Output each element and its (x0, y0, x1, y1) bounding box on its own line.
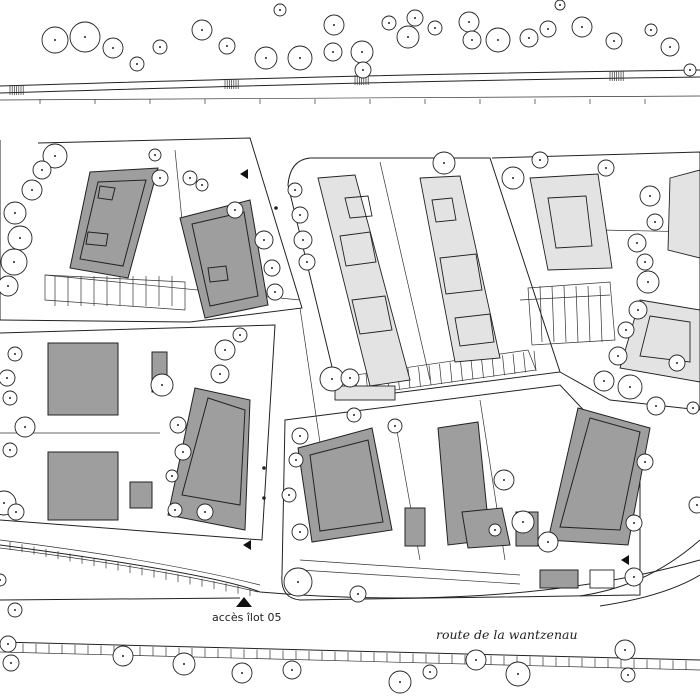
entrance-arrow-icon (240, 169, 248, 179)
entrance-arrow-icon (243, 540, 251, 550)
access-label: accès îlot 05 (212, 611, 282, 624)
entrance-markers (236, 169, 629, 607)
survey-dots (262, 206, 278, 500)
buildings-light (317, 169, 700, 401)
road-label: route de la wantzenau (436, 627, 578, 642)
rail-tracks (0, 69, 700, 104)
block-outlines (0, 137, 700, 671)
access-triangle-icon (236, 597, 252, 607)
entrance-arrow-icon (621, 555, 629, 565)
buildings-dark (47, 167, 651, 589)
tree-canopy (0, 573, 7, 587)
tree-canopy (688, 496, 700, 514)
